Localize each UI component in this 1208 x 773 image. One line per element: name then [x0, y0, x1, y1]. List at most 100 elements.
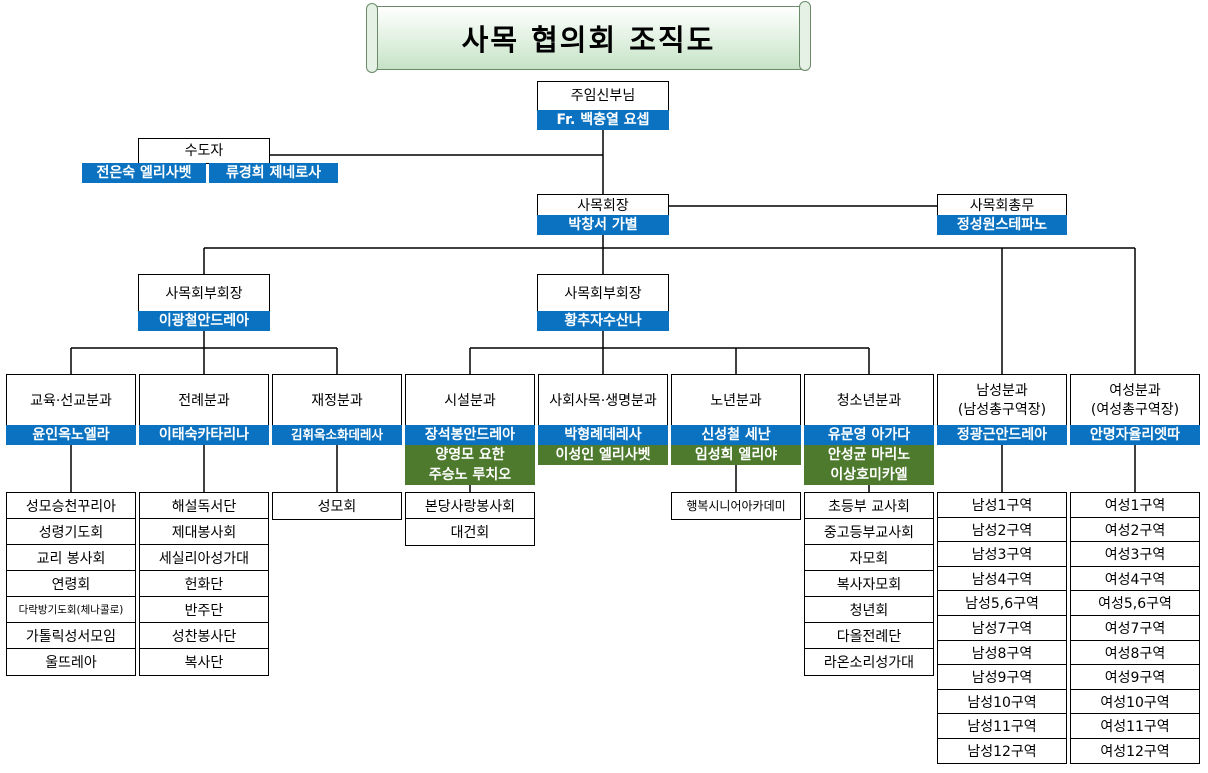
department-assistant-tag: 안성균 마리노: [804, 445, 934, 465]
group-item: 남성5,6구역: [937, 590, 1067, 617]
group-item: 남성11구역: [937, 713, 1067, 740]
group-item: 대건회: [405, 518, 535, 546]
chart-title-banner: 사목 협의회 조직도: [366, 1, 811, 73]
department-label: 노년분과: [710, 392, 762, 409]
department-leader-tag: 윤인옥노엘라: [6, 425, 136, 445]
department-label: 남성분과: [976, 383, 1028, 399]
vice-chair-left-name-tag: 이광철안드레아: [138, 311, 270, 331]
group-item: 남성4구역: [937, 565, 1067, 592]
group-item: 초등부 교사회: [804, 492, 934, 520]
department-assistant-tag: 양영모 요한: [405, 445, 535, 465]
department-label: 청소년분과: [836, 392, 902, 409]
group-item: 남성3구역: [937, 541, 1067, 568]
group-item: 본당사랑봉사회: [405, 492, 535, 520]
group-item: 남성8구역: [937, 639, 1067, 666]
pastor-name-tag: Fr. 백충열 요셉: [537, 110, 669, 130]
group-item: 해설독서단: [139, 492, 269, 520]
group-item: 교리 봉사회: [6, 544, 136, 572]
group-item: 세실리아성가대: [139, 544, 269, 572]
department-box-social: 사회사목·생명분과: [538, 374, 668, 428]
department-box-men: 남성분과 (남성총구역장): [937, 374, 1067, 428]
religious-name-tag-1: 전은숙 엘리사벳: [82, 163, 206, 183]
group-item: 여성12구역: [1070, 738, 1200, 765]
department-label: 재정분과: [311, 392, 363, 409]
department-leader-tag: 장석봉안드레아: [405, 425, 535, 445]
religious-box: 수도자: [138, 138, 270, 164]
group-item: 남성9구역: [937, 664, 1067, 691]
department-label: 여성분과: [1109, 383, 1161, 399]
department-leader-tag: 안명자율리엣따: [1070, 425, 1200, 445]
department-label: 시설분과: [444, 392, 496, 409]
group-item: 여성5,6구역: [1070, 590, 1200, 617]
group-item: 성령기도회: [6, 518, 136, 546]
department-box-senior: 노년분과: [671, 374, 801, 428]
group-item: 복사단: [139, 648, 269, 676]
pastor-box: 주임신부님: [537, 81, 669, 112]
group-item: 성찬봉사단: [139, 622, 269, 650]
group-item: 연령회: [6, 570, 136, 598]
department-box-youth: 청소년분과: [804, 374, 934, 428]
department-box-women: 여성분과 (여성총구역장): [1070, 374, 1200, 428]
group-item: 여성10구역: [1070, 688, 1200, 715]
department-leader-tag: 정광근안드레아: [937, 425, 1067, 445]
department-box-finance: 재정분과: [272, 374, 402, 428]
group-item: 중고등부교사회: [804, 518, 934, 546]
group-item: 가톨릭성서모임: [6, 622, 136, 650]
pastor-role: 주임신부님: [570, 88, 636, 104]
department-assistant-tag: 이상호미카엘: [804, 465, 934, 485]
department-assistant-tag: 임성희 엘리야: [671, 445, 801, 465]
secretary-role: 사목회총무: [969, 197, 1035, 214]
group-item: 남성1구역: [937, 492, 1067, 519]
department-assistant-tag: 주승노 루치오: [405, 465, 535, 485]
group-item: 제대봉사회: [139, 518, 269, 546]
secretary-name-tag: 정성원스테파노: [937, 215, 1067, 235]
group-item: 남성12구역: [937, 738, 1067, 765]
group-item: 남성7구역: [937, 615, 1067, 642]
department-sublabel: (여성총구역장): [1090, 402, 1180, 418]
department-label: 교육·선교분과: [30, 392, 112, 409]
vice-chair-center-role: 사목회부회장: [564, 285, 642, 302]
group-item: 복사자모회: [804, 570, 934, 598]
department-leader-tag: 김휘옥소화데레사: [272, 425, 402, 445]
vice-chair-center-name-tag: 황추자수산나: [537, 311, 669, 331]
group-item: 여성11구역: [1070, 713, 1200, 740]
religious-role: 수도자: [184, 142, 224, 159]
religious-name-tag-2: 류경희 제네로사: [209, 163, 338, 183]
group-item: 여성1구역: [1070, 492, 1200, 519]
group-item: 울뜨레아: [6, 648, 136, 676]
vice-chair-center-box: 사목회부회장: [537, 274, 669, 314]
vice-chair-left-box: 사목회부회장: [138, 274, 270, 314]
group-item: 여성2구역: [1070, 516, 1200, 543]
department-box-facilities: 시설분과: [405, 374, 535, 428]
vice-chair-left-role: 사목회부회장: [165, 285, 243, 302]
group-item: 라온소리성가대: [804, 648, 934, 676]
group-item: 여성8구역: [1070, 639, 1200, 666]
department-label: 전례분과: [178, 392, 230, 409]
group-item: 헌화단: [139, 570, 269, 598]
group-item: 청년회: [804, 596, 934, 624]
department-assistant-tag: 이성인 엘리사벳: [538, 445, 668, 465]
group-item: 성모승천꾸리아: [6, 492, 136, 520]
chairman-role: 사목회장: [577, 197, 629, 214]
group-item: 성모회: [272, 492, 402, 520]
group-item: 자모회: [804, 544, 934, 572]
page-title: 사목 협의회 조직도: [461, 23, 716, 57]
department-leader-tag: 이태숙카타리나: [139, 425, 269, 445]
department-box-liturgy: 전례분과: [139, 374, 269, 428]
department-leader-tag: 유문영 아가다: [804, 425, 934, 445]
department-leader-tag: 박형례데레사: [538, 425, 668, 445]
group-item: 여성7구역: [1070, 615, 1200, 642]
group-item: 다락방기도회(체나콜로): [6, 596, 136, 624]
chairman-name-tag: 박창서 가별: [537, 215, 669, 235]
group-item: 여성4구역: [1070, 565, 1200, 592]
group-item: 반주단: [139, 596, 269, 624]
department-leader-tag: 신성철 세난: [671, 425, 801, 445]
department-sublabel: (남성총구역장): [957, 402, 1047, 418]
department-label: 사회사목·생명분과: [549, 392, 657, 409]
department-box-education: 교육·선교분과: [6, 374, 136, 428]
group-item: 다올전례단: [804, 622, 934, 650]
group-item: 행복시니어아카데미: [671, 492, 801, 520]
group-item: 남성10구역: [937, 688, 1067, 715]
